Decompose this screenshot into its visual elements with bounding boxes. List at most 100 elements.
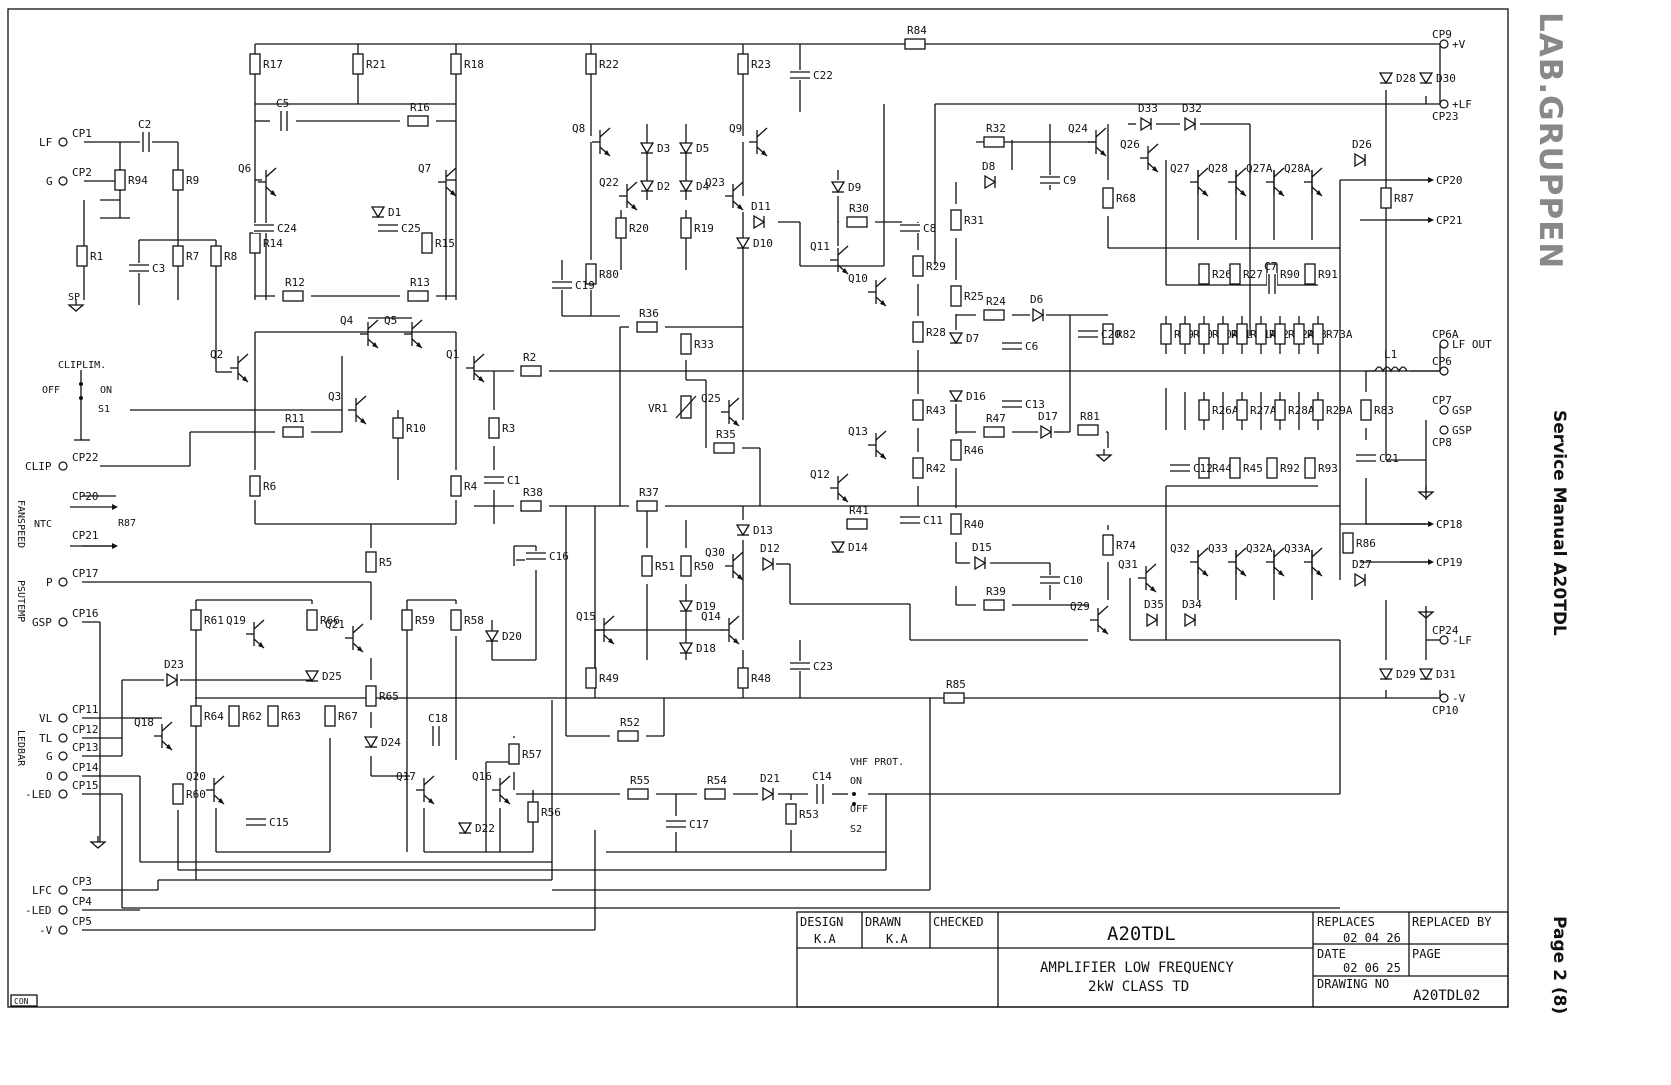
r74-resistor: R74	[1102, 534, 1136, 556]
r2-label: R2	[523, 351, 536, 364]
r27-label: R27	[1243, 268, 1263, 281]
q15-transistor: Q15	[576, 610, 615, 645]
d16-label: D16	[966, 390, 986, 403]
c13-label: C13	[1025, 398, 1045, 411]
r29-label: R29	[926, 260, 946, 273]
r82-resistor: R82	[1102, 323, 1136, 345]
c19-label: C19	[575, 279, 595, 292]
r93-resistor: R93	[1304, 457, 1338, 479]
title-block-frame	[796, 911, 1509, 1008]
connector-pin-label: CP17	[72, 567, 99, 580]
r16-label: R16	[410, 101, 430, 114]
q1-transistor: Q1	[446, 348, 485, 383]
r23-resistor: R23	[737, 53, 771, 75]
r23-label: R23	[751, 58, 771, 71]
connector-pin-label: CP22	[72, 451, 99, 464]
q32-transistor: Q32	[1170, 542, 1209, 577]
r66-resistor: R66	[306, 609, 340, 631]
r86-resistor: R86	[1342, 532, 1376, 554]
r6-label: R6	[263, 480, 276, 493]
q17-transistor: Q17	[396, 770, 435, 805]
r55-resistor: R55	[627, 774, 650, 800]
r22-label: R22	[599, 58, 619, 71]
connector-signal-label: GSP	[1452, 404, 1472, 417]
r59-label: R59	[415, 614, 435, 627]
r28-resistor: R28	[912, 321, 946, 343]
r52-label: R52	[620, 716, 640, 729]
c18-capacitor: C18	[428, 712, 448, 747]
replaces-value: 02 04 26	[1343, 931, 1401, 945]
r18-label: R18	[464, 58, 484, 71]
manual-title: Service Manual A20TDL	[1549, 410, 1569, 636]
page-number: Page 2 (8)	[1549, 916, 1569, 1015]
r60-resistor: R60	[172, 783, 206, 805]
connector-signal-label: G	[46, 750, 53, 763]
r26-resistor: R26	[1198, 263, 1232, 285]
c8-capacitor: C8	[899, 222, 936, 235]
r41-label: R41	[849, 504, 869, 517]
d34-label: D34	[1182, 598, 1202, 611]
r27a-label: R27A	[1250, 404, 1277, 417]
r57-resistor: R57	[508, 743, 542, 765]
d34-diode: D34	[1182, 598, 1202, 628]
connector-pin-label: CP2	[72, 166, 92, 179]
drawing-no-label: DRAWING NO	[1317, 977, 1389, 991]
c17-label: C17	[689, 818, 709, 831]
title-block: DESIGN K.A DRAWN K.A CHECKED A20TDL AMPL…	[796, 911, 1509, 1008]
connector-signal-label: TL	[39, 732, 53, 745]
q14-transistor: Q14	[701, 610, 740, 645]
group-label-psutemp: PSUTEMP	[15, 580, 26, 622]
q27-transistor: Q27	[1170, 162, 1209, 197]
r33-label: R33	[694, 338, 714, 351]
r83-resistor: R83	[1360, 399, 1394, 421]
connector-signal-label: O	[46, 770, 53, 783]
wiring	[74, 43, 1441, 931]
c1-label: C1	[507, 474, 520, 487]
d7-diode: D7	[948, 332, 979, 345]
connector-signal-label: -LF	[1452, 634, 1472, 647]
d11-label: D11	[751, 200, 771, 213]
d10-label: D10	[753, 237, 773, 250]
r91-label: R91	[1318, 268, 1338, 281]
r9-resistor: R9	[172, 169, 199, 191]
q13-transistor: Q13	[848, 425, 887, 460]
d11-diode: D11	[751, 200, 771, 230]
r13-label: R13	[410, 276, 430, 289]
d6-label: D6	[1030, 293, 1043, 306]
q28a-transistor: Q28A	[1284, 162, 1323, 197]
r83-label: R83	[1374, 404, 1394, 417]
q5-transistor: Q5	[384, 314, 423, 349]
q18-transistor: Q18	[134, 716, 173, 751]
label-sp: SP	[68, 292, 80, 303]
r9-label: R9	[186, 174, 199, 187]
label-r87: R87	[118, 518, 136, 529]
d32-diode: D32	[1182, 102, 1202, 132]
r26a-label: R26A	[1212, 404, 1239, 417]
c5-capacitor: C5	[276, 97, 289, 132]
connector-cp20-right: CP20	[1400, 174, 1463, 187]
d14-diode: D14	[830, 541, 868, 554]
connector-signal-label: CLIP	[25, 460, 52, 473]
d31-diode: D31	[1418, 668, 1456, 681]
r92-label: R92	[1280, 462, 1300, 475]
r62-label: R62	[242, 710, 262, 723]
d4-diode: D4	[678, 180, 710, 193]
r10-label: R10	[406, 422, 426, 435]
connector-cp19-right: CP19	[1400, 556, 1463, 569]
d8-label: D8	[982, 160, 995, 173]
d2-diode: D2	[639, 180, 670, 193]
d23-diode: D23	[164, 658, 184, 688]
connector-signal-label: -LED	[25, 788, 52, 801]
r81-label: R81	[1080, 410, 1100, 423]
r29a-resistor: R29A	[1312, 399, 1353, 421]
r46-label: R46	[964, 444, 984, 457]
q24-transistor: Q24	[1068, 122, 1107, 157]
q1-label: Q1	[446, 348, 459, 361]
c11-capacitor: C11	[899, 514, 943, 527]
q28a-label: Q28A	[1284, 162, 1311, 175]
q2-transistor: Q2	[210, 348, 249, 383]
ground-symbol	[1417, 486, 1435, 499]
r62-resistor: R62	[228, 705, 262, 727]
